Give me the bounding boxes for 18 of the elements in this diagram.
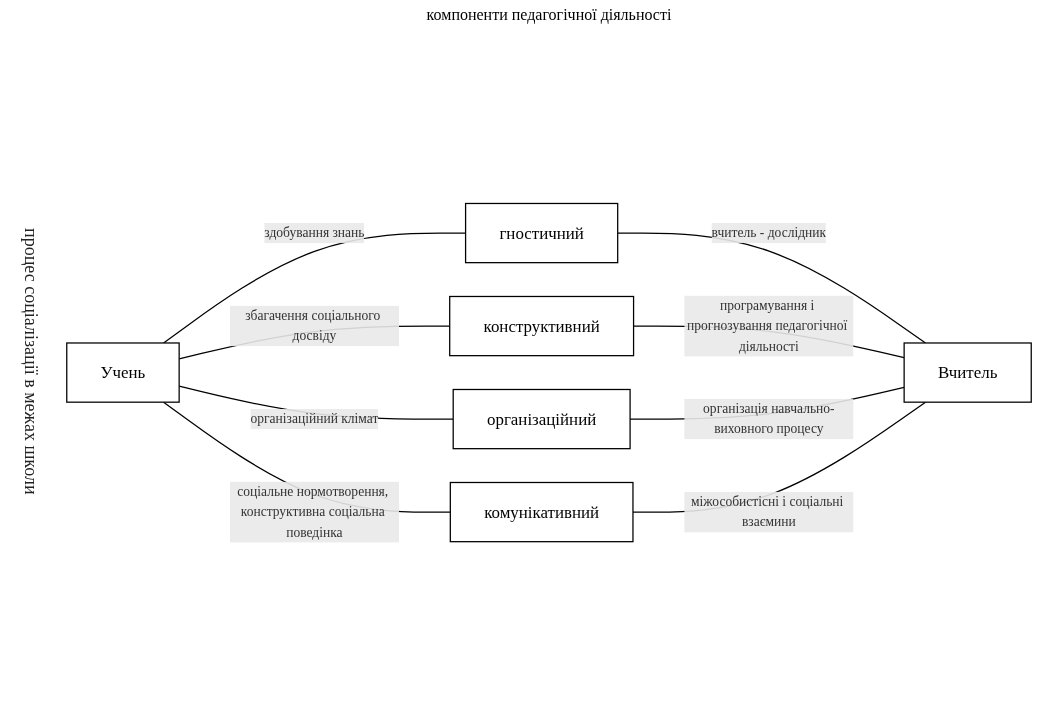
edge-label: організація навчально-виховного процесу bbox=[703, 401, 835, 436]
edge-label: соціальне нормотворення, конструктивна соціальна поведінка bbox=[237, 484, 389, 540]
connector bbox=[162, 401, 451, 513]
edge-label: збагачення соціального досвіду bbox=[245, 308, 381, 343]
edge-label: організаційний клімат bbox=[250, 411, 379, 426]
edge-label: програмування і прогнозування педагогічної діяльності bbox=[687, 298, 848, 354]
node-box: комунікативний bbox=[449, 481, 634, 543]
edge-label: міжособистісні і соціальні взаємини bbox=[690, 494, 844, 529]
node-box: організаційний bbox=[452, 388, 631, 450]
diagram-title: компоненти педагогічної діяльності bbox=[426, 6, 672, 24]
node-box: конструктивний bbox=[449, 295, 635, 357]
edge-label: здобування знань bbox=[264, 225, 365, 240]
node-box: Вчитель bbox=[903, 342, 1032, 403]
node-box: Учень bbox=[66, 342, 180, 403]
edge-label: вчитель - дослідник bbox=[711, 225, 827, 240]
side-label: процес соціалізації в межах школи bbox=[19, 227, 41, 495]
node-box: гностичний bbox=[464, 202, 619, 264]
connector bbox=[617, 232, 927, 344]
